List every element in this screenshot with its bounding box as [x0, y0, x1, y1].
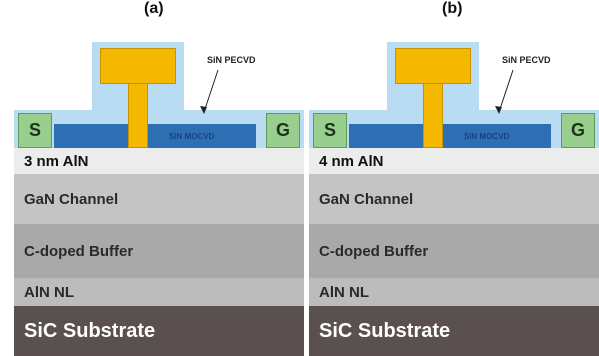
device-stack-b: SiN MOCVD S G SiN PECVD 4 nm AlN GaN Cha… — [309, 0, 599, 356]
sic-substrate-layer-a: SiC Substrate — [14, 306, 304, 356]
gate-contact-b: G — [561, 113, 595, 148]
c-doped-buffer-layer-a: C-doped Buffer — [14, 224, 304, 278]
gan-channel-layer-a: GaN Channel — [14, 174, 304, 224]
device-stack-a: SiN MOCVD S G SiN PECVD 3 nm AlN GaN Cha… — [14, 0, 304, 356]
pecvd-arrow-b — [495, 69, 514, 114]
pecvd-arrow-a — [200, 69, 219, 114]
source-contact-b: S — [313, 113, 347, 148]
sin-mocvd-layer-a — [54, 124, 256, 148]
sin-mocvd-label-b: SiN MOCVD — [464, 132, 510, 141]
sin-pecvd-callout-b: SiN PECVD — [502, 55, 551, 65]
panel-b-label: (b) — [442, 0, 463, 17]
aln-barrier-layer-a: 3 nm AlN — [14, 148, 304, 174]
sin-pecvd-callout-a: SiN PECVD — [207, 55, 256, 65]
gate-head-b — [395, 48, 471, 84]
sin-mocvd-label-a: SiN MOCVD — [169, 132, 215, 141]
gan-channel-layer-b: GaN Channel — [309, 174, 599, 224]
aln-nl-layer-b: AlN NL — [309, 278, 599, 306]
sic-substrate-layer-b: SiC Substrate — [309, 306, 599, 356]
sin-mocvd-layer-b — [349, 124, 551, 148]
gate-head-a — [100, 48, 176, 84]
source-contact-a: S — [18, 113, 52, 148]
aln-nl-layer-a: AlN NL — [14, 278, 304, 306]
panel-a-label: (a) — [144, 0, 164, 17]
c-doped-buffer-layer-b: C-doped Buffer — [309, 224, 599, 278]
aln-barrier-layer-b: 4 nm AlN — [309, 148, 599, 174]
gate-contact-a: G — [266, 113, 300, 148]
